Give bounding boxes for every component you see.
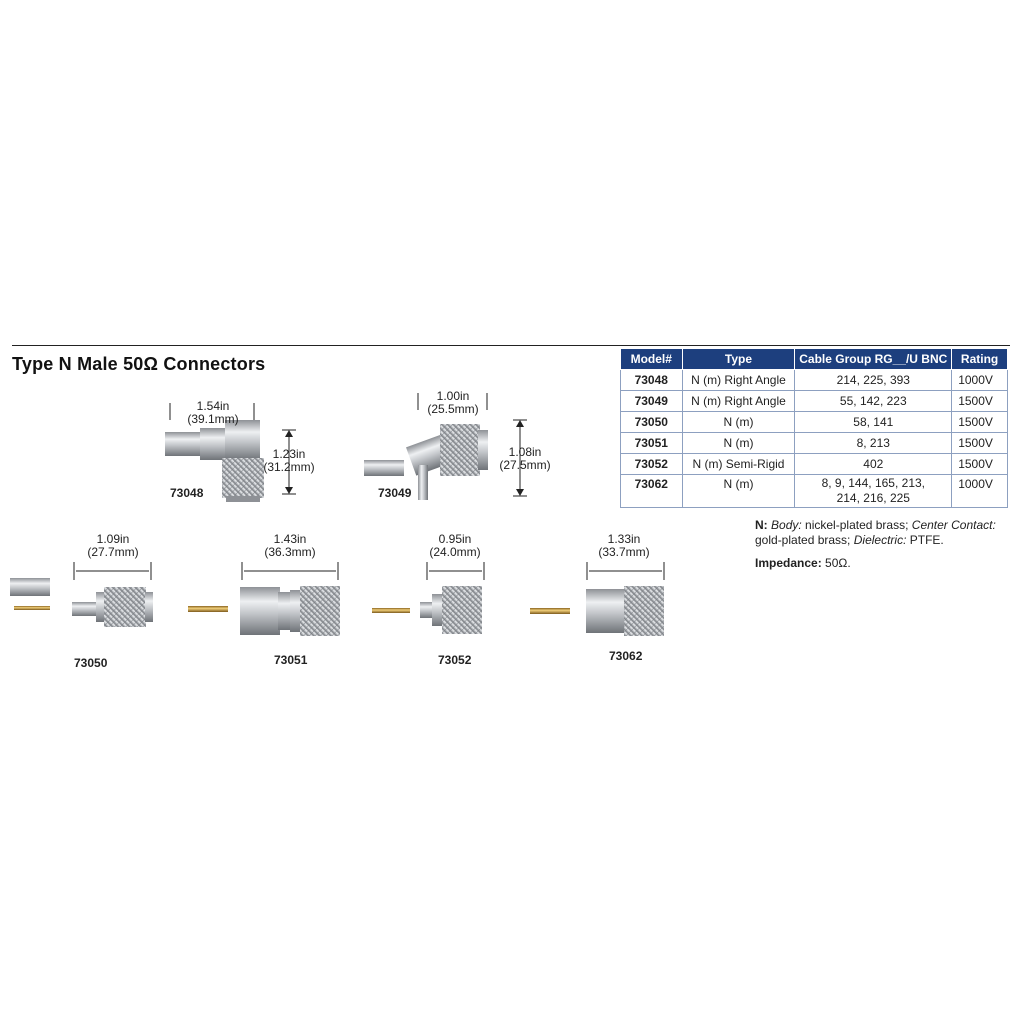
impedance-label: Impedance: [755, 556, 822, 570]
dim-73050-width [73, 562, 152, 580]
table-row: 73051 N (m) 8, 213 1500V [620, 432, 1008, 454]
dim-73051-width-label: 1.43in(36.3mm) [264, 532, 316, 559]
dim-73049-width-label: 1.00in(25.5mm) [427, 389, 479, 416]
cell-rating: 1000V [951, 474, 1008, 508]
spec-table: Model# Type Cable Group RG__/U BNC Ratin… [620, 348, 1008, 508]
dim-73052-width-label: 0.95in(24.0mm) [429, 532, 481, 559]
cell-model: 73051 [620, 432, 683, 454]
top-divider [12, 345, 1010, 346]
connector-73052-label: 73052 [438, 653, 472, 667]
dim-73049-height-label: 1.08in(27.5mm) [499, 445, 551, 472]
header-rating: Rating [951, 348, 1008, 370]
dim-73048-width [169, 403, 255, 420]
cell-rating: 1500V [951, 411, 1008, 433]
cell-cable: 55, 142, 223 [794, 390, 953, 412]
cell-type: N (m) Right Angle [681, 390, 796, 412]
connector-73062-label: 73062 [609, 649, 643, 663]
cell-model: 73048 [620, 369, 683, 391]
connector-73062-image [530, 586, 664, 636]
dim-73048-height-label: 1.23in(31.2mm) [263, 447, 315, 474]
dim-73062-width-label: 1.33in(33.7mm) [598, 532, 650, 559]
dim-73062-width [586, 562, 665, 580]
table-row: 73048 N (m) Right Angle 214, 225, 393 10… [620, 369, 1008, 391]
connector-73051-image [188, 586, 340, 636]
cell-model: 73050 [620, 411, 683, 433]
cell-type: N (m) [681, 432, 796, 454]
note-body-value: nickel-plated brass; [805, 518, 909, 532]
cell-cable: 8, 9, 144, 165, 213, 214, 216, 225 [794, 474, 953, 508]
cell-rating: 1000V [951, 369, 1008, 391]
note-body-label: Body: [771, 518, 802, 532]
table-row: 73049 N (m) Right Angle 55, 142, 223 150… [620, 390, 1008, 412]
dim-73052-width [426, 562, 485, 580]
cell-cable: 402 [794, 453, 953, 475]
header-cable-group: Cable Group RG__/U BNC [794, 348, 953, 370]
note-contact-value: gold-plated brass; [755, 533, 851, 547]
note-dielectric-value: PTFE. [909, 533, 944, 547]
cell-model: 73052 [620, 453, 683, 475]
connector-73049-image [364, 424, 488, 500]
cell-rating: 1500V [951, 390, 1008, 412]
note-prefix: N: [755, 518, 768, 532]
impedance-value: 50Ω. [825, 556, 851, 570]
cell-cable: 214, 225, 393 [794, 369, 953, 391]
note-contact-label: Center Contact: [911, 518, 996, 532]
cell-cable: 8, 213 [794, 432, 953, 454]
dim-73050-width-label: 1.09in(27.7mm) [87, 532, 139, 559]
connector-73049-label: 73049 [378, 486, 412, 500]
dim-73051-width [241, 562, 339, 580]
connector-73050-label: 73050 [74, 656, 108, 670]
header-type: Type [681, 348, 796, 370]
cell-cable: 58, 141 [794, 411, 953, 433]
cell-model: 73049 [620, 390, 683, 412]
material-note: N: Body: nickel-plated brass; Center Con… [755, 518, 1005, 548]
dim-73048-width-label: 1.54in(39.1mm) [187, 399, 239, 426]
dim-73049-height [513, 419, 527, 497]
table-row: 73052 N (m) Semi-Rigid 402 1500V [620, 453, 1008, 475]
connector-73051-label: 73051 [274, 653, 308, 667]
table-row: 73050 N (m) 58, 141 1500V [620, 411, 1008, 433]
cell-rating: 1500V [951, 453, 1008, 475]
cell-rating: 1500V [951, 432, 1008, 454]
header-model: Model# [620, 348, 683, 370]
impedance-note: Impedance: 50Ω. [755, 556, 851, 570]
spec-table-header: Model# Type Cable Group RG__/U BNC Ratin… [620, 348, 1008, 370]
cell-type: N (m) [681, 474, 796, 508]
connector-73048-image [165, 420, 264, 502]
connector-73048-label: 73048 [170, 486, 204, 500]
cell-model: 73062 [620, 474, 683, 508]
cell-type: N (m) [681, 411, 796, 433]
cell-type: N (m) Semi-Rigid [681, 453, 796, 475]
connector-73050-image [10, 578, 153, 627]
dim-73049-width [417, 393, 488, 410]
dim-73048-height [282, 429, 296, 495]
cell-type: N (m) Right Angle [681, 369, 796, 391]
page-title: Type N Male 50Ω Connectors [12, 354, 266, 374]
table-row: 73062 N (m) 8, 9, 144, 165, 213, 214, 21… [620, 474, 1008, 508]
connector-73052-image [372, 586, 482, 634]
note-dielectric-label: Dielectric: [853, 533, 907, 547]
